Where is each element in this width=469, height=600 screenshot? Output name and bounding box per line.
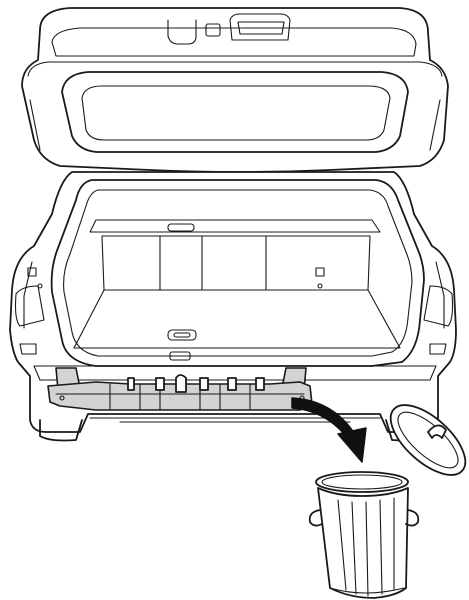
arrow-head [338,428,366,462]
trash-can-icon [310,472,419,598]
tailgate [22,8,448,172]
